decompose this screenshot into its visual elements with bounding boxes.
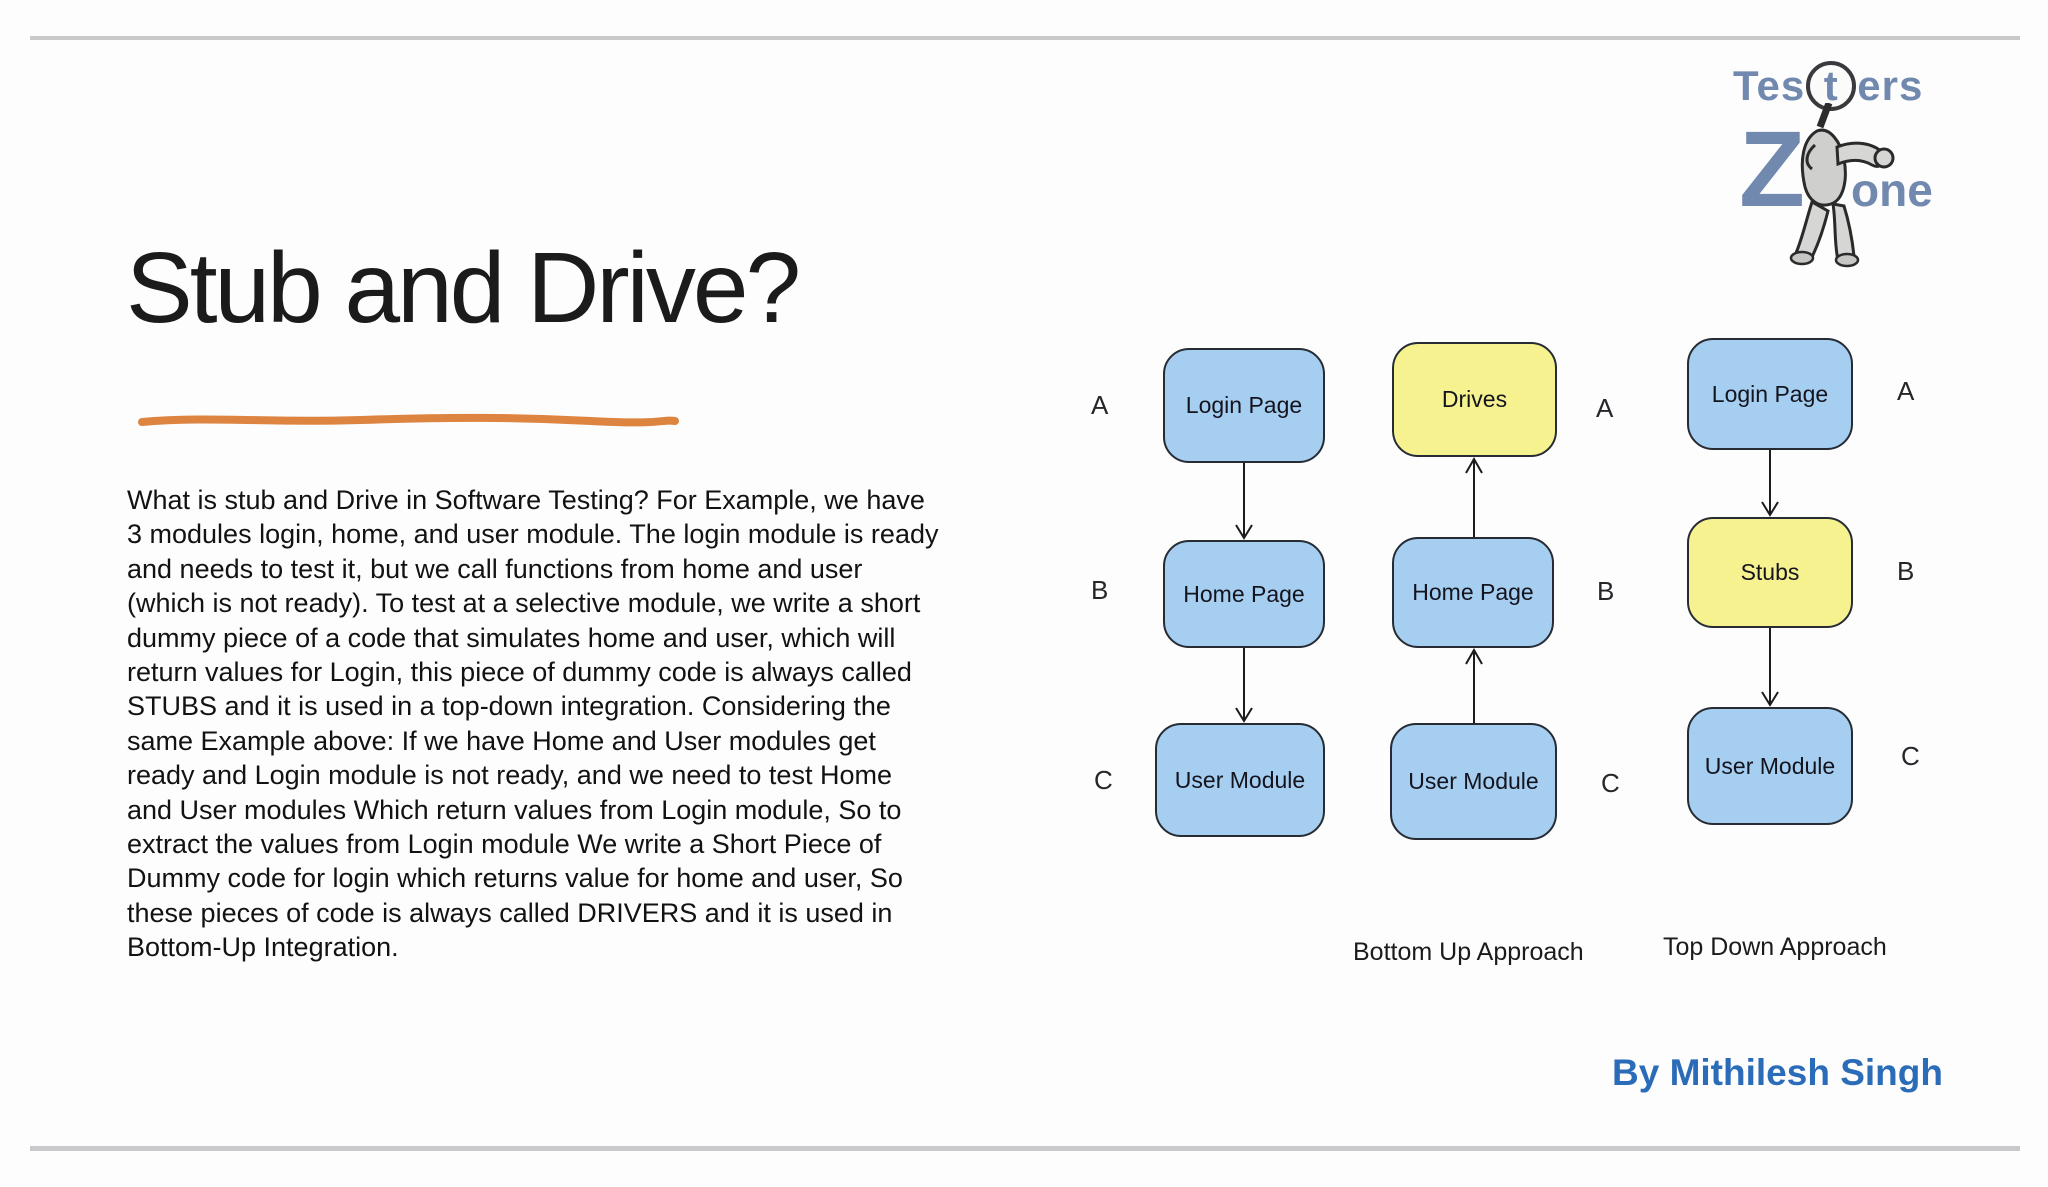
flow-node-label: Home Page <box>1183 580 1305 607</box>
flow-node-label: User Module <box>1174 766 1306 793</box>
arrow-down-icon <box>1761 450 1779 517</box>
logo-text-t: t <box>1823 62 1839 109</box>
arrow-down-icon <box>1235 648 1253 723</box>
logo-text-tes: Tes <box>1733 62 1806 109</box>
flow-node-label: User Module <box>1408 768 1539 794</box>
flow-node-label: User Module <box>1704 752 1836 779</box>
row-letter: A <box>1091 390 1109 420</box>
arrow-down-icon <box>1235 463 1253 540</box>
flow-node-label: Login Page <box>1185 392 1303 418</box>
flow-node: User Module <box>1687 707 1853 825</box>
row-letter: C <box>1094 765 1113 795</box>
bottom-up-caption: Bottom Up Approach <box>1353 938 1584 966</box>
flow-node: Home Page <box>1163 540 1325 648</box>
logo-text-one: one <box>1851 164 1933 216</box>
author-byline: By Mithilesh Singh <box>1612 1052 1943 1093</box>
logo-text-ers: ers <box>1857 62 1924 109</box>
row-letter: A <box>1897 376 1915 406</box>
row-letter: B <box>1091 575 1109 605</box>
magnifier-lens-icon: t <box>1806 61 1857 111</box>
arrow-down-icon <box>1761 628 1779 707</box>
bottom-divider-line <box>30 1146 2020 1151</box>
flow-node-label: Stubs <box>1740 559 1800 585</box>
flow-node: Home Page <box>1392 537 1554 648</box>
row-letter: A <box>1596 393 1614 423</box>
flow-node: User Module <box>1155 723 1325 837</box>
row-letter: C <box>1901 741 1920 771</box>
flow-node-label: Login Page <box>1711 380 1829 407</box>
slide-title: Stub and Drive? <box>126 232 801 344</box>
flow-node: Login Page <box>1163 348 1325 463</box>
top-down-caption: Top Down Approach <box>1663 933 1887 961</box>
arrow-up-icon <box>1465 457 1483 537</box>
flow-node: Drives <box>1392 342 1557 457</box>
flow-node-label: Drives <box>1441 386 1508 412</box>
flow-node-label: Home Page <box>1412 579 1534 605</box>
flow-node: User Module <box>1390 723 1557 840</box>
row-letter: C <box>1601 768 1620 798</box>
body-paragraph: What is stub and Drive in Software Testi… <box>127 485 939 963</box>
arrow-up-icon <box>1465 648 1483 723</box>
top-divider-line <box>30 36 2020 40</box>
logo-letter-z: Z <box>1739 108 1805 229</box>
flow-node: Login Page <box>1687 338 1853 450</box>
orange-underline <box>138 413 679 427</box>
row-letter: B <box>1597 576 1615 606</box>
magnifying-glass-person-icon <box>1789 103 1895 268</box>
flow-node: Stubs <box>1687 517 1853 628</box>
row-letter: B <box>1897 556 1915 586</box>
